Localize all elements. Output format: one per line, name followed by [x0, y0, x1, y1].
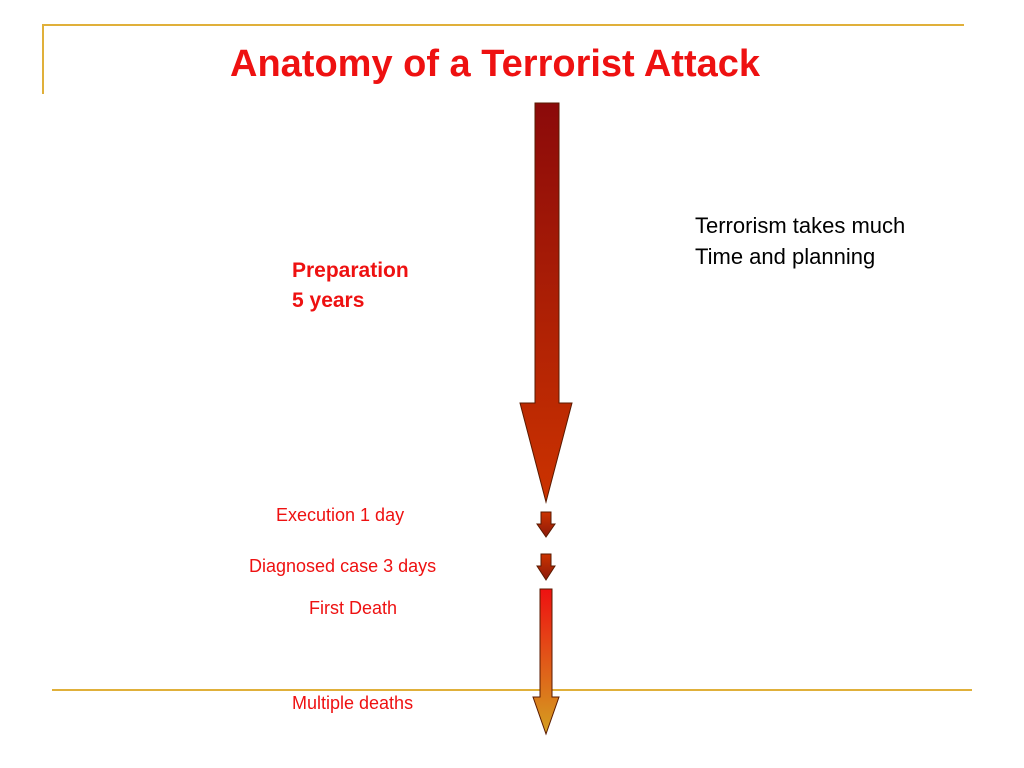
note-line-2: Time and planning: [695, 244, 876, 269]
frame-bottom-line: [52, 689, 972, 691]
preparation-phase-name: Preparation: [292, 259, 409, 282]
death-arrow: [532, 588, 560, 736]
execution-label: Execution 1 day: [276, 505, 405, 525]
preparation-label: Preparation 5 years: [292, 256, 409, 316]
slide-title: Anatomy of a Terrorist Attack: [230, 43, 760, 85]
frame-top-line: [42, 24, 964, 26]
diagnosed-case-arrow: [536, 553, 556, 581]
execution-arrow: [536, 511, 556, 538]
note-text: Terrorism takes much Time and planning: [695, 210, 905, 272]
frame-left-line: [42, 24, 44, 94]
first-death-label: First Death: [309, 598, 398, 618]
preparation-arrow: [519, 102, 573, 504]
diagnosed-case-label: Diagnosed case 3 days: [249, 556, 437, 576]
preparation-phase-duration: 5 years: [292, 289, 365, 312]
multiple-deaths-label: Multiple deaths: [292, 693, 414, 713]
note-line-1: Terrorism takes much: [695, 213, 906, 238]
